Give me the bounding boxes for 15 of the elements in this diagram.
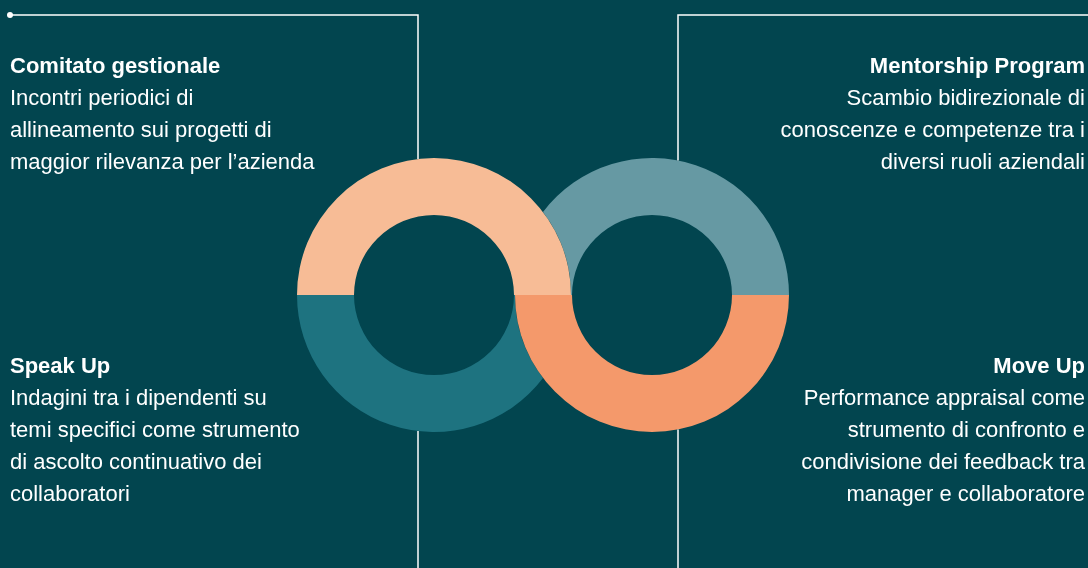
- leader-line: [677, 428, 679, 568]
- heading: Comitato gestionale: [10, 52, 222, 80]
- ring-segment: [297, 295, 543, 432]
- heading: Mentorship Program: [868, 52, 1085, 80]
- description: Performance appraisal come strumento di confronto e condivisione dei feedback tra manager e collaboratore: [800, 384, 1085, 508]
- ring-segment: [543, 158, 789, 295]
- heading: Move Up: [992, 352, 1085, 380]
- description: Incontri periodici di allineamento sui progetti di maggior rilevanza per l’azienda: [10, 84, 316, 176]
- leader-line: [677, 14, 1088, 162]
- description: Indagini tra i dipendenti su temi specifici come strumento di ascolto continuativo dei collaboratori: [10, 384, 301, 508]
- ring-segment: [515, 295, 789, 432]
- leader-line: [417, 430, 419, 568]
- description: Scambio bidirezionale di conoscenze e competenze tra i diversi ruoli aziendali: [779, 84, 1085, 176]
- heading: Speak Up: [10, 352, 112, 380]
- leader-line: [7, 12, 419, 160]
